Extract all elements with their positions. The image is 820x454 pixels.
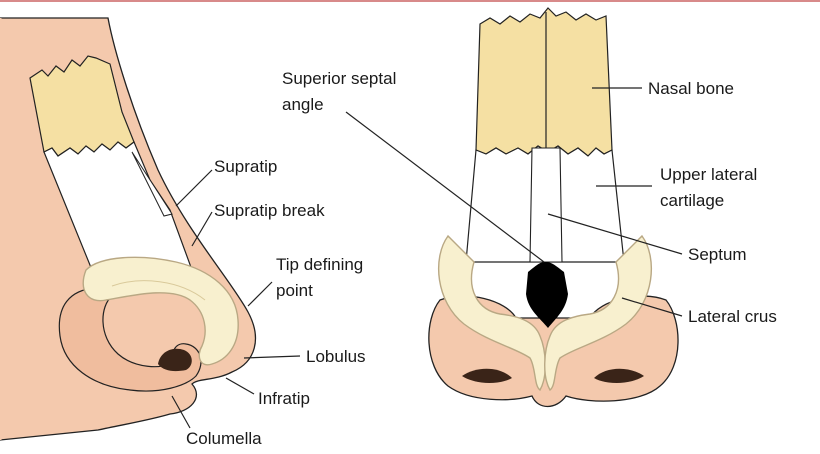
label-superior-septal-1: Superior septal <box>282 69 396 88</box>
frontal-nasal-bone <box>476 8 612 156</box>
label-septum: Septum <box>688 245 747 264</box>
label-supratip: Supratip <box>214 157 277 176</box>
label-upper-lateral-1: Upper lateral <box>660 165 757 184</box>
label-columella: Columella <box>186 429 262 448</box>
label-lobulus: Lobulus <box>306 347 366 366</box>
top-rule <box>0 0 820 2</box>
frontal-septum <box>530 148 562 262</box>
lateral-nose-view <box>0 18 255 440</box>
label-tip-defining-2: point <box>276 281 313 300</box>
label-upper-lateral-2: cartilage <box>660 191 724 210</box>
label-nasal-bone: Nasal bone <box>648 79 734 98</box>
label-supratip-break: Supratip break <box>214 201 325 220</box>
label-infratip: Infratip <box>258 389 310 408</box>
frontal-nose-view <box>429 8 678 407</box>
label-tip-defining-1: Tip defining <box>276 255 363 274</box>
label-superior-septal-2: angle <box>282 95 324 114</box>
label-lateral-crus: Lateral crus <box>688 307 777 326</box>
